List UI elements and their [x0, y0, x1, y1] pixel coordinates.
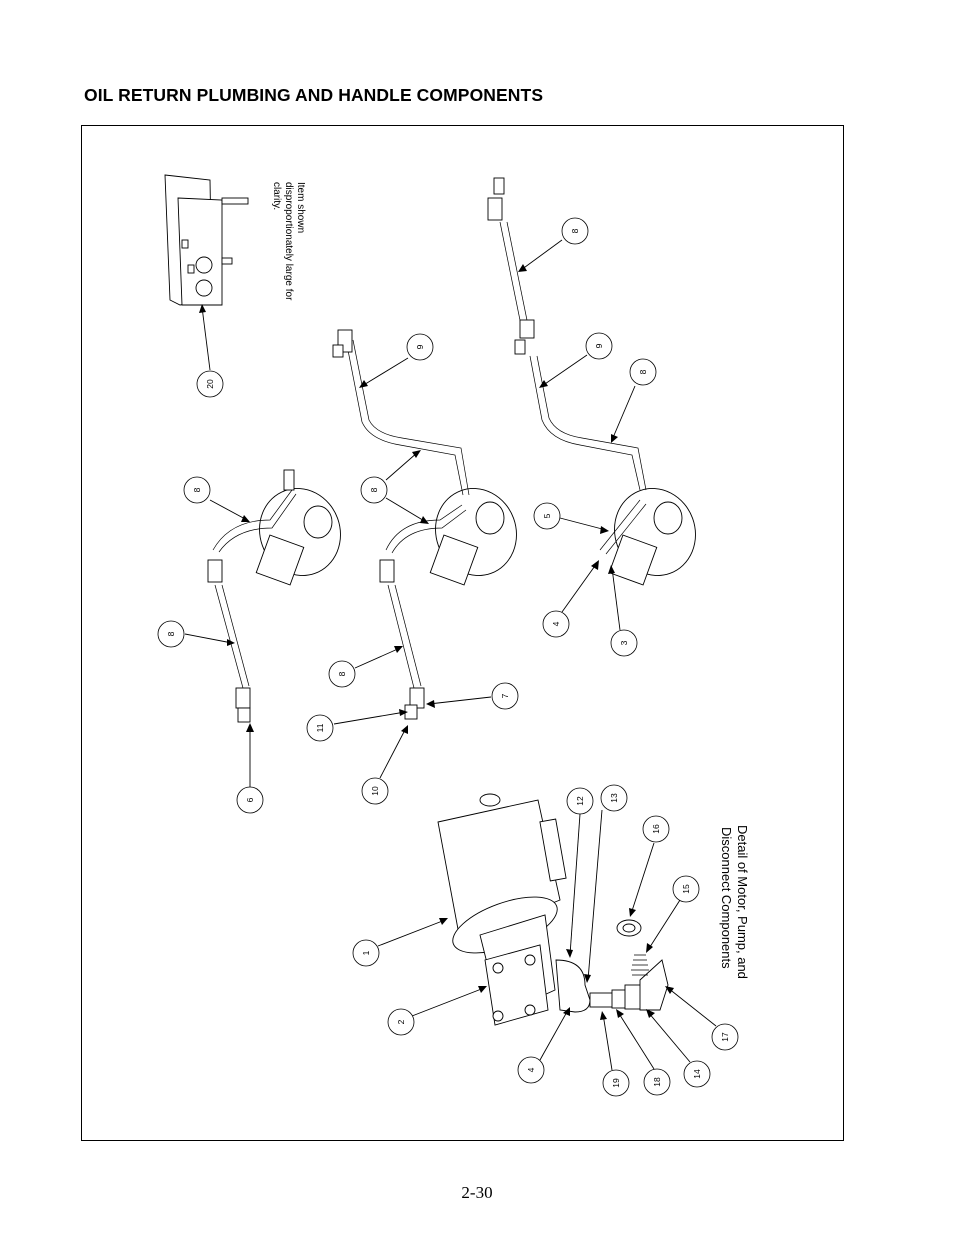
callout-17-label: 17 — [720, 1032, 730, 1042]
page-number: 2-30 — [461, 1183, 493, 1202]
callout-18 — [643, 1068, 671, 1096]
callout-20 — [196, 370, 224, 398]
callout-8-e — [561, 217, 589, 245]
callout-6 — [236, 786, 264, 814]
callout-5-label: 5 — [542, 513, 552, 518]
callout-1-label: 1 — [361, 950, 371, 955]
callout-2 — [387, 1008, 415, 1036]
callout-8-d-label: 8 — [337, 671, 347, 676]
assembly-right — [487, 177, 696, 586]
page-title: OIL RETURN PLUMBING AND HANDLE COMPONENT… — [84, 85, 544, 105]
detail-caption-line2: Disconnect Components — [719, 827, 734, 969]
callout-4-b — [517, 1056, 545, 1084]
callout-11-label: 11 — [315, 723, 325, 732]
callout-12 — [566, 787, 594, 815]
detail-motor-pump — [437, 793, 669, 1026]
callout-4-b-label: 4 — [526, 1067, 536, 1072]
callout-1 — [352, 939, 380, 967]
callout-10 — [361, 777, 389, 805]
assembly-middle — [332, 329, 517, 720]
callout-9-b-label: 9 — [594, 343, 604, 348]
callout-13 — [600, 784, 628, 812]
callout-8-b-label: 8 — [166, 631, 176, 636]
detail-caption-line1: Detail of Motor, Pump, and — [735, 825, 750, 979]
callout-4-a-label: 4 — [551, 621, 561, 626]
callout-8-e-label: 8 — [570, 228, 580, 233]
callout-9-a-label: 9 — [415, 344, 425, 349]
callout-19-label: 19 — [611, 1078, 621, 1088]
callout-9-b — [585, 332, 613, 360]
callout-20-label: 20 — [205, 379, 215, 389]
assembly-left — [207, 469, 341, 723]
callout-13-label: 13 — [609, 793, 619, 803]
callout-8-d — [328, 660, 356, 688]
callout-18-label: 18 — [652, 1077, 662, 1087]
callout-8-c — [360, 476, 388, 504]
clarity-note-line1: Item shown — [295, 182, 306, 233]
callout-16 — [642, 815, 670, 843]
callout-3 — [610, 629, 638, 657]
callout-7-label: 7 — [500, 693, 510, 698]
callout-8-c-label: 8 — [369, 487, 379, 492]
callout-14 — [683, 1060, 711, 1088]
callout-15 — [672, 875, 700, 903]
callout-2-label: 2 — [396, 1019, 406, 1024]
callout-8-a-label: 8 — [192, 487, 202, 492]
callout-3-label: 3 — [619, 640, 629, 645]
callout-7 — [491, 682, 519, 710]
callout-12-label: 12 — [575, 796, 585, 806]
clarity-note-line2: disproportionately large for — [283, 182, 294, 301]
callout-14-label: 14 — [692, 1069, 702, 1079]
item-20-bracket — [164, 174, 249, 306]
callout-19 — [602, 1069, 630, 1097]
callout-8-a — [183, 476, 211, 504]
clarity-note-line3: clarity. — [271, 182, 282, 210]
callout-15-label: 15 — [681, 884, 691, 894]
callout-11 — [306, 714, 334, 742]
callout-17 — [711, 1023, 739, 1051]
callout-8-f — [629, 358, 657, 386]
callout-8-b — [157, 620, 185, 648]
callout-4-a — [542, 610, 570, 638]
callout-8-f-label: 8 — [638, 369, 648, 374]
callout-6-label: 6 — [245, 797, 255, 802]
diagram-frame — [81, 125, 844, 1141]
callout-5 — [533, 502, 561, 530]
callout-16-label: 16 — [651, 824, 661, 834]
callout-9-a — [406, 333, 434, 361]
callout-10-label: 10 — [370, 786, 380, 796]
